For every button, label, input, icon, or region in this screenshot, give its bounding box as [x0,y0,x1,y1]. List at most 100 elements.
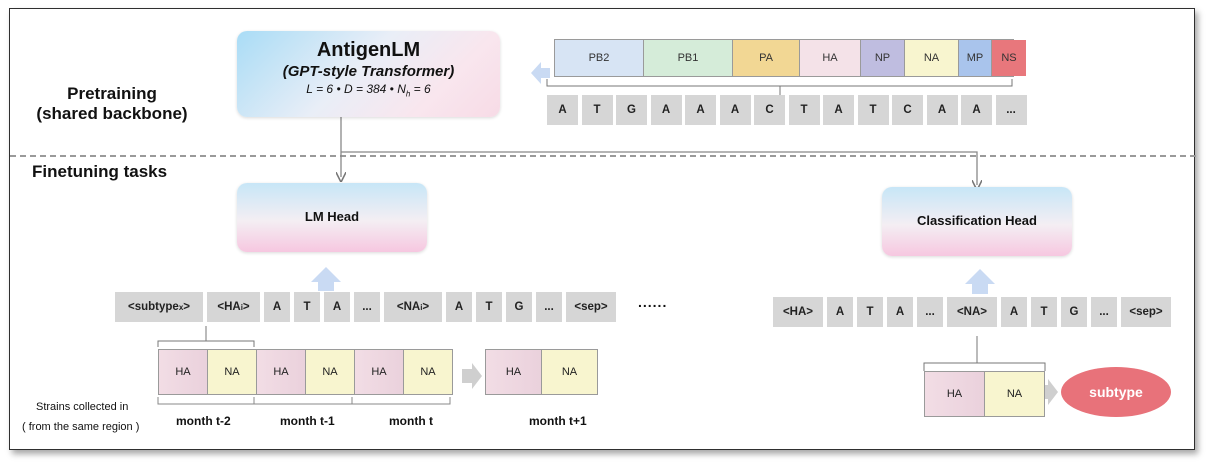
subtype-output-label: subtype [1089,384,1143,400]
finetuning-title: Finetuning tasks [32,162,168,181]
lm-token: ... [536,292,562,322]
cls-token-sequence: <HA> A T A... <NA> A T G... <sep> [773,297,1178,327]
antigenlm-model-box: AntigenLM (GPT-style Transformer) L = 6 … [237,31,500,117]
lm-token-text: <sep> [574,301,608,313]
lm-head-label: LM Head [304,209,360,224]
cls-token-text: ... [1099,306,1109,318]
cls-token: A [1001,297,1027,327]
diagram-frame: Pretraining (shared backbone) Finetuning… [9,8,1196,450]
lm-token-text: <subtype [128,301,179,313]
classification-head-label: Classification Head [917,213,1037,228]
cls-token-text: <HA> [782,306,814,318]
classification-head-box: Classification Head [882,187,1072,256]
lm-token: A [446,292,472,322]
strain-cell: HA [158,349,208,395]
lm-token: T [476,292,502,322]
next-strain-cell: HA [485,349,542,395]
cls-token-text: T [866,306,874,318]
cls-token: ... [917,297,943,327]
nucleotide-token: A [823,95,854,125]
cls-strain-cell: NA [984,371,1045,417]
strain-cell: NA [207,349,257,395]
nucleotide-token: ... [995,95,1027,125]
lm-token-close: > [183,301,190,313]
nucleotide-token: A [926,95,958,125]
pretraining-title: Pretraining (shared backbone) [22,84,202,124]
cls-strain-cell: HA [924,371,985,417]
subtype-output: subtype [1061,367,1171,417]
lm-sequence-continuation: ...... [638,294,668,310]
predict-next-arrow [462,363,482,389]
lm-token-text: T [303,301,311,313]
lm-token: <sep> [566,292,616,322]
lm-token: G [506,292,532,322]
nucleotide-token: A [961,95,992,125]
cls-token-text: ... [925,306,935,318]
cls-token: A [827,297,853,327]
input-to-model-arrow [531,62,550,84]
lm-token-text: <HA [217,301,241,313]
nucleotide-token: A [685,95,716,125]
genome-segment: NA [905,40,959,76]
lm-token: A [324,292,350,322]
cls-token-text: A [1009,306,1019,318]
section-divider [10,155,1196,157]
genome-segment: PA [733,40,800,76]
model-name: AntigenLM [316,39,421,61]
lm-token-text: A [454,301,464,313]
nucleotide-token: T [581,95,613,125]
cls-token: <HA> [773,297,823,327]
cls-token: <NA> [947,297,997,327]
lm-token: A [264,292,290,322]
tokens-to-cls-head-arrow [965,269,995,294]
lm-token-text: T [485,301,493,313]
connector-lines [157,62,1058,405]
cls-token: T [1031,297,1057,327]
model-params: L = 6 • D = 384 • Nh = 6 [306,82,431,99]
cls-token-text: A [835,306,845,318]
month-label: month t-2 [176,414,231,428]
cls-token-text: T [1040,306,1048,318]
lm-token-subscript: i [240,302,243,312]
month-label: month t-1 [280,414,335,428]
cls-token: T [857,297,883,327]
month-label: month t+1 [529,414,587,428]
lm-token-subscript: i [420,302,423,312]
cls-token: A [887,297,913,327]
pretraining-sublabel: (shared backbone) [36,104,188,123]
nucleotide-token: T [857,95,889,125]
nucleotide-token: T [788,95,820,125]
lm-token-text: <NA [396,301,421,313]
lm-token: ... [354,292,380,322]
genome-segment: NP [861,40,905,76]
cls-token: G [1061,297,1087,327]
strains-note-line2: ( from the same region ) [22,421,140,433]
nucleotide-token: A [650,95,682,125]
lm-token-text: ... [544,301,554,313]
nucleotide-token: C [892,95,923,125]
genome-segment: NS [992,40,1026,76]
strain-cell: NA [403,349,453,395]
tokens-to-lm-head-arrow [311,267,341,291]
month-label: month t [389,414,433,428]
strain-cell: HA [256,349,306,395]
cls-token-text: A [895,306,905,318]
lm-token-text: A [332,301,342,313]
nucleotide-token: C [754,95,785,125]
pretraining-label: Pretraining [67,84,157,103]
nucleotide-token: A [547,95,578,125]
lm-head-box: LM Head [237,183,427,252]
backbone-to-cls-arrow [341,151,977,185]
nucleotide-token: G [616,95,647,125]
cls-token-text: <sep> [1129,306,1163,318]
lm-token: T [294,292,320,322]
lm-token-close: > [422,301,430,313]
